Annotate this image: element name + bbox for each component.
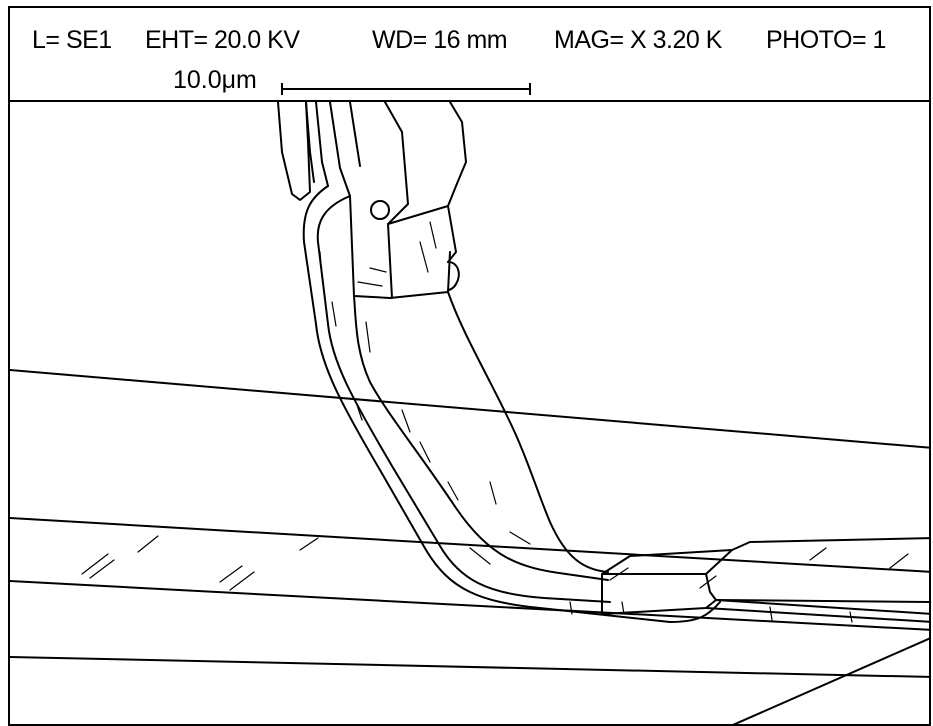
sem-info-header: L= SE1 EHT= 20.0 KV WD= 16 mm MAG= X 3.2… [10, 8, 929, 102]
working-distance-label: WD= 16 mm [372, 26, 508, 54]
photo-label: PHOTO= 1 [766, 26, 886, 54]
contact-pad [601, 537, 929, 623]
probe-line-drawing [10, 102, 929, 724]
probe-shading [319, 221, 853, 623]
cantilever [302, 185, 721, 623]
sem-micrograph-frame: L= SE1 EHT= 20.0 KV WD= 16 mm MAG= X 3.2… [8, 6, 931, 726]
substrate-hatching [81, 535, 909, 591]
eht-label: EHT= 20.0 KV [145, 26, 300, 54]
substrate-lines [10, 369, 929, 724]
detector-label: L= SE1 [32, 26, 112, 54]
scale-label: 10.0μm [173, 66, 257, 94]
magnification-label: MAG= X 3.20 K [554, 26, 722, 54]
scale-bar [281, 83, 531, 95]
